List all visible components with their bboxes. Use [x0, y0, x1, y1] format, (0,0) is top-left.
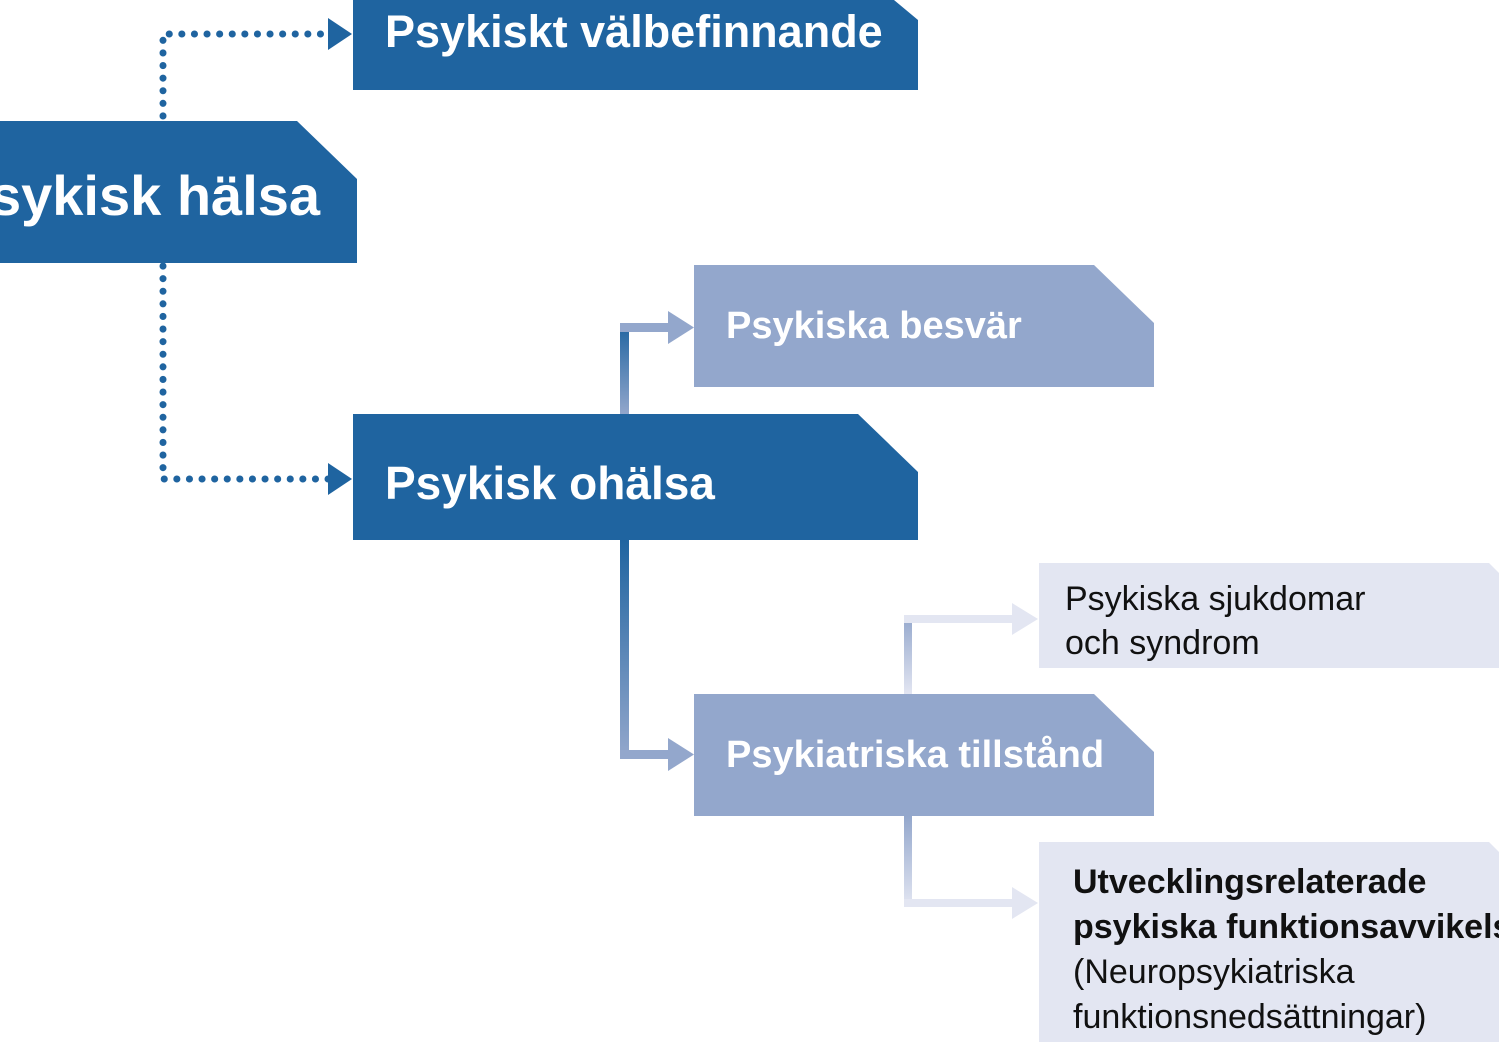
connector-tillstand: [620, 540, 694, 771]
node-psykiatriska-tillstand: Psykiatriska tillstånd: [694, 694, 1154, 816]
node-utvecklingsrelaterade: Utvecklingsrelaterade psykiska funktions…: [1039, 842, 1499, 1042]
node-label-line1: Utvecklingsrelaterade: [1073, 863, 1427, 901]
node-label-line1: Psykiska sjukdomar: [1065, 580, 1366, 618]
node-psykisk-halsa: sykisk hälsa: [0, 121, 357, 263]
node-label: Psykiskt välbefinnande: [385, 6, 883, 57]
connector-layer: [159, 18, 1038, 919]
node-label: Utvecklingsrelaterade psykiska funktions…: [1073, 860, 1499, 1040]
dotted-connector-valbefinnande: [159, 18, 352, 120]
arrowhead-besvar: [668, 311, 694, 344]
arrowhead-utveckling: [1012, 887, 1038, 919]
node-label-line2: och syndrom: [1065, 624, 1260, 662]
arrowhead-tillstand: [668, 738, 694, 771]
connector-utveckling: [904, 816, 1038, 919]
node-psykiskt-valbefinnande: Psykiskt välbefinnande: [353, 0, 918, 90]
node-psykiska-besvar: Psykiska besvär: [694, 265, 1154, 387]
node-psykiska-sjukdomar: Psykiska sjukdomar och syndrom: [1039, 563, 1499, 668]
arrowhead-sjukdomar: [1012, 603, 1038, 635]
node-label-line2: psykiska funktionsavvikelse: [1073, 908, 1499, 946]
arrowhead-ohalsa: [328, 463, 352, 495]
connector-besvar: [620, 311, 694, 415]
node-label: Psykiska besvär: [726, 305, 1022, 347]
node-label: Psykiatriska tillstånd: [726, 734, 1105, 776]
connector-sjukdomar: [904, 603, 1038, 695]
node-label: Psykiska sjukdomar och syndrom: [1065, 577, 1365, 665]
node-label-line3: (Neuropsykiatriska: [1073, 953, 1355, 991]
dotted-connector-ohalsa: [159, 262, 352, 495]
node-psykisk-ohalsa: Psykisk ohälsa: [353, 414, 918, 540]
arrowhead-valbefinnande: [328, 18, 352, 50]
node-label: Psykisk ohälsa: [385, 457, 715, 509]
node-label: sykisk hälsa: [0, 164, 321, 227]
